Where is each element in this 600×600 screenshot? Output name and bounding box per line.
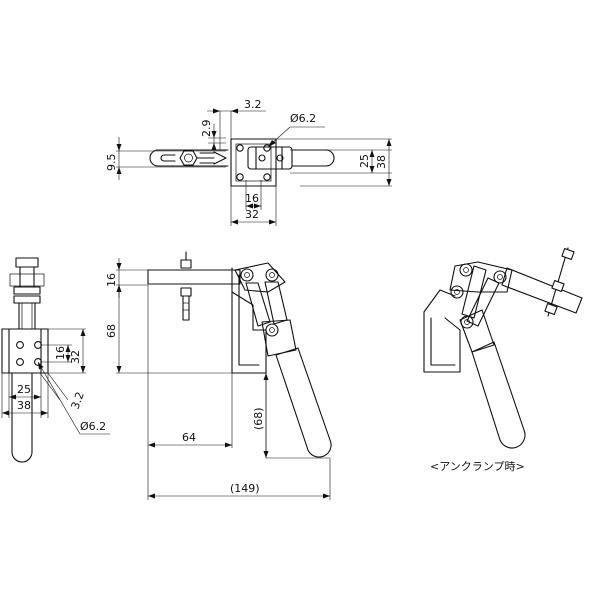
side-view: 16 68 64 (68) (149) [105, 251, 332, 500]
end-dim-outer-width: 38 [17, 399, 31, 412]
side-dim-body-height: 68 [105, 324, 118, 338]
side-dim-handle-height: (68) [252, 407, 265, 430]
end-dim-hole: Ø6.2 [80, 420, 106, 433]
top-dim-handle-width: 9.5 [105, 154, 118, 172]
unclamped-caption: <アンクランプ時> [430, 460, 525, 473]
top-dim-bolt-spacing: 16 [245, 192, 259, 205]
top-dim-slot: 3.2 [244, 98, 262, 111]
top-dim-outer-height: 38 [375, 155, 388, 169]
side-dim-overall-length: (149) [230, 482, 260, 495]
end-dim-bolt-spacing: 16 [54, 346, 67, 360]
end-dim-slot: 3.2 [69, 390, 87, 411]
end-dim-inner-width: 25 [17, 383, 31, 396]
side-dim-reach: 64 [182, 431, 196, 444]
unclamped-view: <アンクランプ時> [423, 247, 583, 473]
top-dim-base-width: 32 [245, 208, 259, 221]
top-dim-inner-height: 25 [358, 154, 371, 168]
end-dim-base-height: 32 [69, 350, 82, 364]
side-dim-spindle-height: 16 [105, 273, 118, 287]
top-dim-offset: 2.9 [200, 120, 213, 138]
top-view: 3.2 Ø6.2 2.9 9.5 25 38 16 32 [105, 98, 392, 226]
top-dim-hole: Ø6.2 [290, 112, 316, 125]
end-view: 16 32 25 38 3.2 Ø6.2 [1, 257, 110, 463]
